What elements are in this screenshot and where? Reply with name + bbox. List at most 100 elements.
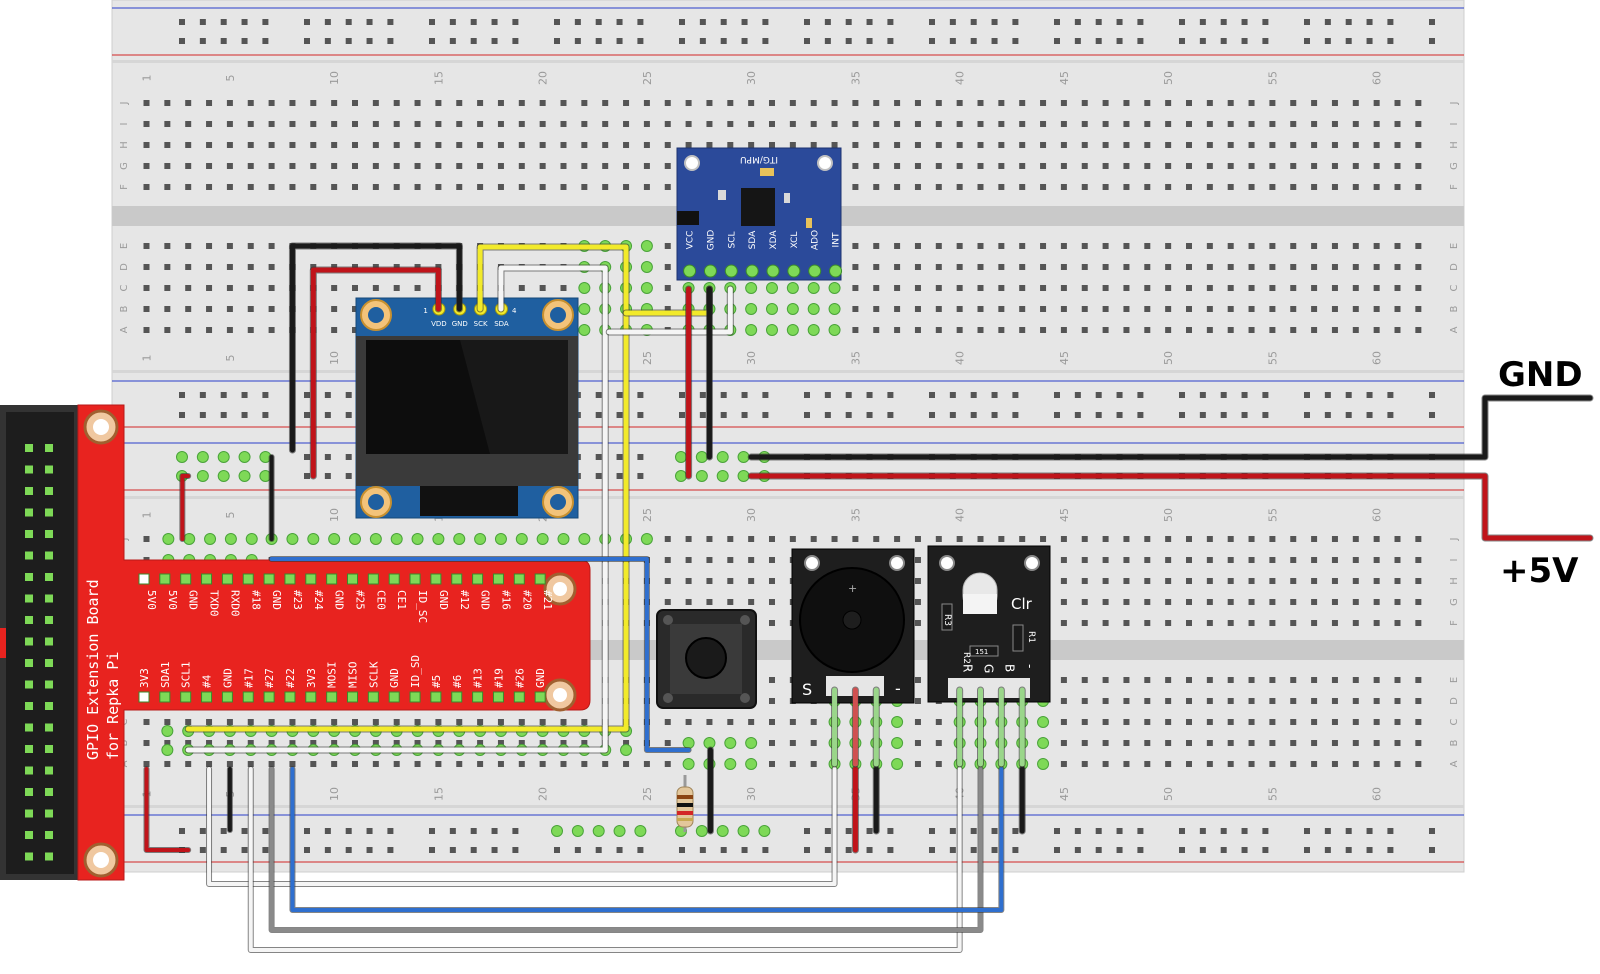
svg-text:25: 25 bbox=[641, 71, 654, 85]
svg-text:G: G bbox=[1449, 162, 1460, 170]
svg-text:A: A bbox=[1449, 326, 1460, 333]
buzzer-minus-label: - bbox=[895, 679, 901, 698]
gpio-bottom-pin-label: #26 bbox=[513, 668, 526, 688]
gpio-bottom-pin-label: SDA1 bbox=[159, 662, 172, 689]
svg-text:A: A bbox=[119, 326, 130, 333]
svg-text:J: J bbox=[1449, 538, 1460, 542]
svg-text:10: 10 bbox=[328, 787, 341, 801]
svg-text:40: 40 bbox=[954, 508, 967, 522]
svg-text:1: 1 bbox=[141, 355, 154, 362]
svg-text:25: 25 bbox=[641, 787, 654, 801]
mpu-pin-label: INT bbox=[832, 232, 842, 247]
gpio-bottom-pin-label: #17 bbox=[242, 668, 255, 688]
resistor-r2-label: R2 bbox=[961, 652, 971, 664]
rgb-pin-label: G bbox=[982, 664, 996, 673]
resistor-r3-label: R3 bbox=[942, 614, 952, 626]
smd-label: 151 bbox=[975, 648, 988, 656]
push-button[interactable] bbox=[656, 609, 757, 709]
svg-text:10: 10 bbox=[328, 508, 341, 522]
gpio-bottom-pin-label: SCL1 bbox=[180, 662, 193, 689]
gpio-top-pin-label: GND bbox=[479, 590, 492, 610]
svg-text:60: 60 bbox=[1371, 508, 1384, 522]
svg-text:E: E bbox=[119, 243, 130, 249]
svg-text:35: 35 bbox=[849, 351, 862, 365]
gpio-ribbon-header bbox=[0, 405, 80, 880]
svg-text:45: 45 bbox=[1058, 351, 1071, 365]
buzzer-module: + S - bbox=[791, 548, 915, 704]
gpio-board-title-line2: for Repka Pi bbox=[104, 652, 122, 760]
mpu-pin-label: VCC bbox=[686, 231, 696, 250]
svg-text:45: 45 bbox=[1058, 787, 1071, 801]
svg-text:H: H bbox=[1449, 141, 1460, 149]
gpio-top-pin-label: CE1 bbox=[395, 590, 408, 610]
mpu-pin-label: XDA bbox=[769, 230, 779, 250]
gpio-bottom-pin-label: 3V3 bbox=[305, 668, 318, 688]
gpio-bottom-pin-label: GND bbox=[388, 668, 401, 688]
oled-pin-label: SCK bbox=[474, 320, 488, 328]
svg-text:G: G bbox=[119, 162, 130, 170]
svg-text:35: 35 bbox=[849, 508, 862, 522]
gpio-bottom-pin-label: #22 bbox=[284, 668, 297, 688]
gpio-top-pin-label: RXD0 bbox=[228, 590, 241, 617]
rgb-pin-label: R bbox=[961, 664, 975, 672]
svg-text:J: J bbox=[119, 102, 130, 106]
svg-text:45: 45 bbox=[1058, 508, 1071, 522]
svg-text:H: H bbox=[1449, 577, 1460, 585]
gpio-top-pin-label: #21 bbox=[541, 590, 554, 610]
gpio-bottom-pin-label: #13 bbox=[472, 668, 485, 688]
gpio-top-pin-label: #25 bbox=[354, 590, 367, 610]
svg-text:10: 10 bbox=[328, 351, 341, 365]
svg-text:50: 50 bbox=[1162, 351, 1175, 365]
svg-text:J: J bbox=[1449, 102, 1460, 106]
svg-text:10: 10 bbox=[328, 71, 341, 85]
oled-pin-label: SDA bbox=[494, 320, 509, 328]
svg-text:45: 45 bbox=[1058, 71, 1071, 85]
svg-text:30: 30 bbox=[745, 71, 758, 85]
resistor-r1-label: R1 bbox=[1026, 631, 1036, 643]
svg-text:D: D bbox=[1449, 697, 1460, 705]
wires bbox=[143, 242, 1594, 953]
gpio-bottom-pin-label: ID_SD bbox=[409, 655, 422, 688]
svg-text:1: 1 bbox=[141, 75, 154, 82]
svg-text:F: F bbox=[1449, 184, 1460, 190]
gpio-bottom-pin-label: MISO bbox=[347, 662, 360, 689]
svg-text:H: H bbox=[119, 141, 130, 149]
svg-text:E: E bbox=[1449, 677, 1460, 683]
svg-text:30: 30 bbox=[745, 508, 758, 522]
oled-pin-number: 4 bbox=[512, 307, 517, 315]
svg-text:C: C bbox=[1449, 718, 1460, 725]
gpio-top-pin-label: #16 bbox=[499, 590, 512, 610]
gpio-bottom-pin-label: GND bbox=[221, 668, 234, 688]
mpu-pin-label: XCL bbox=[790, 232, 800, 249]
mpu-pin-label: ADO bbox=[811, 230, 821, 250]
svg-text:50: 50 bbox=[1162, 508, 1175, 522]
gpio-bottom-pin-label: GND bbox=[534, 668, 547, 688]
mpu-pin-label: SDA bbox=[748, 230, 758, 249]
gpio-bottom-pin-label: MOSI bbox=[326, 662, 339, 689]
mpu-pin-label: SCL bbox=[727, 231, 737, 248]
svg-text:50: 50 bbox=[1162, 71, 1175, 85]
svg-text:+: + bbox=[848, 582, 857, 595]
gpio-top-pin-label: 5V0 bbox=[166, 590, 179, 610]
svg-text:A: A bbox=[1449, 760, 1460, 767]
svg-text:20: 20 bbox=[537, 71, 550, 85]
svg-text:B: B bbox=[1449, 305, 1460, 312]
gpio-bottom-pin-label: #6 bbox=[451, 675, 464, 688]
gpio-top-pin-label: #12 bbox=[458, 590, 471, 610]
svg-text:5: 5 bbox=[224, 512, 237, 519]
svg-text:5: 5 bbox=[224, 355, 237, 362]
gpio-top-pin-label: TXD0 bbox=[208, 590, 221, 617]
gpio-top-pin-label: #20 bbox=[520, 590, 533, 610]
svg-text:G: G bbox=[1449, 598, 1460, 606]
svg-text:60: 60 bbox=[1371, 71, 1384, 85]
svg-text:I: I bbox=[1449, 123, 1460, 126]
svg-text:40: 40 bbox=[954, 71, 967, 85]
resistor bbox=[676, 775, 694, 832]
gpio-top-pin-label: CE0 bbox=[374, 590, 387, 610]
gpio-top-pin-label: ID_SC bbox=[416, 590, 429, 623]
